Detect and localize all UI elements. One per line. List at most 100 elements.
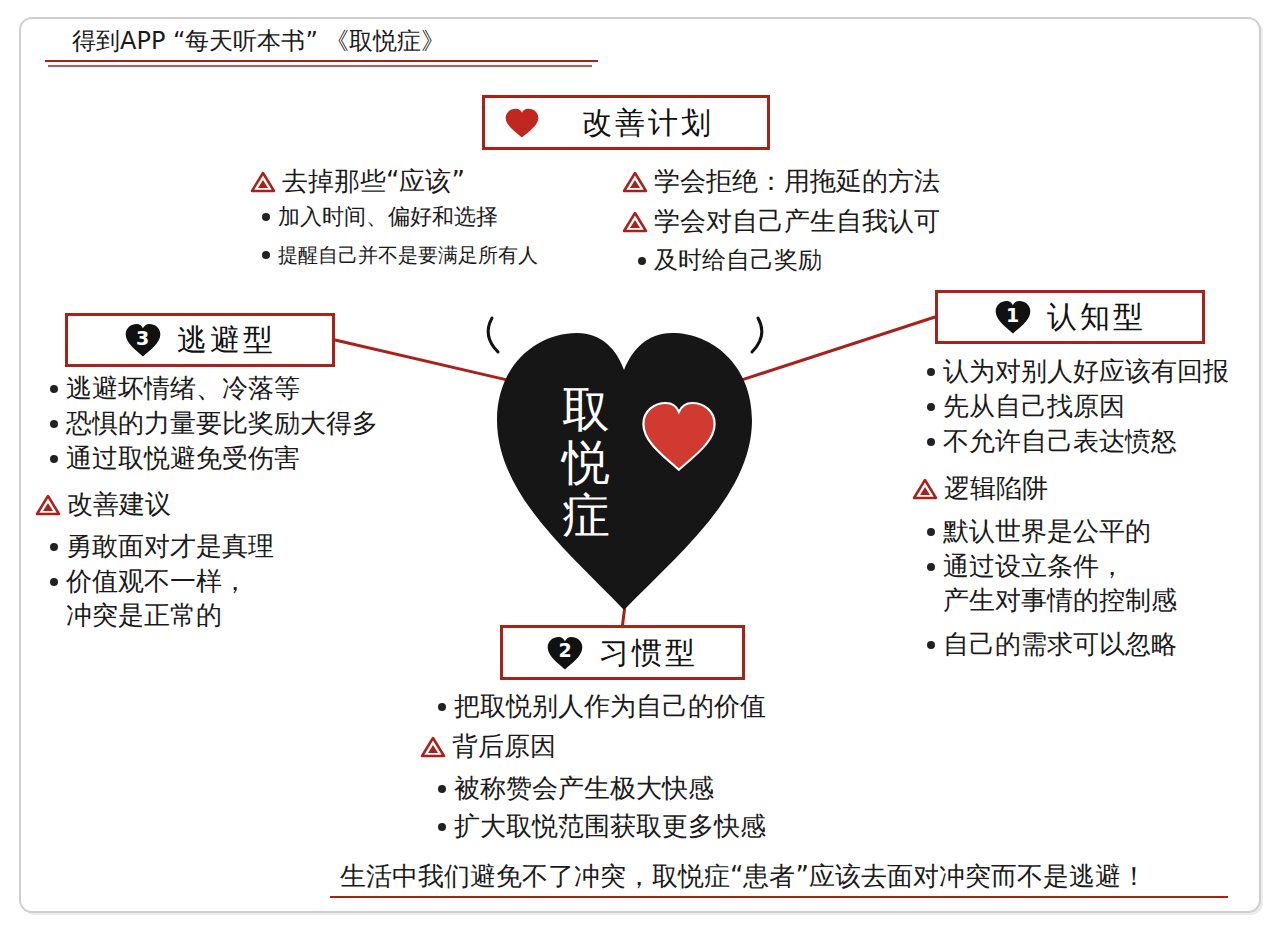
bullet-text: 价值观不一样， 冲突是正常的 [66, 565, 296, 633]
bullet-text: 先从自己找原因 [943, 390, 1125, 424]
bullet-dot [927, 403, 935, 411]
title-underline [48, 65, 592, 67]
bullet-text: 改善建议 [67, 488, 171, 522]
connector-line [623, 609, 625, 625]
bullet-text: 恐惧的力量要比奖励大得多 [66, 407, 378, 441]
bullet-dot [50, 455, 58, 463]
bullet-item: 通过取悦避免受伤害 [50, 442, 300, 476]
bullet-text: 默认世界是公平的 [943, 515, 1151, 549]
number-heart-shape-shape [995, 301, 1030, 333]
bullet-item: 改善建议 [35, 488, 171, 522]
bullet-text: 不允许自己表达愤怒 [943, 425, 1177, 459]
warning-triangle [622, 211, 648, 233]
heart-arc [752, 318, 762, 352]
number-heart-shape-shape [125, 324, 160, 356]
triangle-outline [914, 480, 936, 498]
bullet-item: 提醒自己并不是要满足所有人 [262, 242, 538, 268]
central-heart: 取悦症 [492, 325, 757, 615]
bullet-text: 逻辑陷阱 [944, 472, 1048, 506]
warning-triangle [250, 171, 276, 193]
caption-underline [330, 896, 1228, 898]
bullet-dot [438, 785, 446, 793]
title-underline [45, 60, 598, 62]
frame [20, 18, 1260, 912]
bullet-text: 把取悦别人作为自己的价值 [454, 690, 766, 724]
box-heading: 改善计划 [582, 105, 714, 141]
connector-line [335, 340, 508, 380]
bullet-dot [262, 251, 270, 259]
bullet-item: 学会拒绝：用拖延的方法 [622, 165, 940, 199]
bullet-text: 认为对别人好应该有回报 [943, 355, 1229, 389]
bullet-text: 被称赞会产生极大快感 [454, 772, 714, 806]
bullet-dot [50, 543, 58, 551]
bullet-dot [927, 368, 935, 376]
bullet-item: 背后原因 [420, 730, 556, 764]
warning-triangle [35, 494, 61, 516]
heart-title: 取悦症 [562, 383, 610, 541]
bullet-item: 逻辑陷阱 [912, 472, 1048, 506]
bullet-item: 扩大取悦范围获取更多快感 [438, 810, 766, 844]
warning-triangle [912, 478, 938, 500]
bullet-item: 不允许自己表达愤怒 [927, 425, 1177, 459]
bullet-text: 提醒自己并不是要满足所有人 [278, 242, 538, 268]
category-box: 2 习惯型 [500, 625, 745, 680]
triangle-outline [624, 213, 646, 231]
bullet-dot [50, 578, 58, 586]
bullet-text: 学会拒绝：用拖延的方法 [654, 165, 940, 199]
category-box: 3 逃避型 [65, 313, 335, 367]
diagram-title: 得到APP “每天听本书” 《取悦症》 [72, 26, 446, 57]
triangle-outline [422, 738, 444, 756]
bullet-item: 先从自己找原因 [927, 390, 1125, 424]
warning-triangle [420, 736, 446, 758]
bullet-text: 学会对自己产生自我认可 [654, 205, 940, 239]
bullet-dot [927, 563, 935, 571]
bullet-dot [638, 257, 646, 265]
bullet-item: 通过设立条件， 产生对事情的控制感 [927, 550, 1203, 618]
bullet-item: 恐惧的力量要比奖励大得多 [50, 407, 378, 441]
small-red-heart [642, 401, 716, 471]
category-box: 改善计划 [482, 95, 770, 150]
bullet-text: 自己的需求可以忽略 [943, 628, 1177, 662]
number-heart: 3 [125, 323, 161, 357]
heart-outline [492, 325, 757, 615]
bullet-text: 去掉那些“应该” [282, 165, 465, 199]
bullet-dot [438, 703, 446, 711]
bullet-item: 把取悦别人作为自己的价值 [438, 690, 766, 724]
bullet-item: 及时给自己奖励 [638, 245, 822, 276]
triangle-hatch [630, 220, 640, 228]
bullet-dot [50, 420, 58, 428]
bullet-dot [50, 385, 58, 393]
number-heart: 1 [995, 300, 1031, 334]
triangle-hatch [428, 745, 438, 753]
box-heading: 认知型 [1047, 299, 1146, 335]
bullet-item: 被称赞会产生极大快感 [438, 772, 714, 806]
bullet-dot [438, 823, 446, 831]
category-box: 1 认知型 [935, 290, 1205, 344]
connector-line [741, 317, 935, 380]
bullet-item: 认为对别人好应该有回报 [927, 355, 1229, 389]
diagram-caption: 生活中我们避免不了冲突，取悦症“患者”应该去面对冲突而不是逃避！ [340, 860, 1147, 893]
heart-outline-shape [497, 333, 752, 610]
bullet-text: 加入时间、偏好和选择 [278, 203, 498, 232]
bullet-item: 加入时间、偏好和选择 [262, 203, 498, 232]
small-red-heart-shape [643, 403, 714, 470]
red-heart-icon [505, 108, 539, 138]
triangle-outline [624, 173, 646, 191]
bullet-item: 勇敢面对才是真理 [50, 530, 274, 564]
heart-arc [488, 318, 498, 352]
triangle-outline [37, 496, 59, 514]
bullet-item: 价值观不一样， 冲突是正常的 [50, 565, 296, 633]
bullet-text: 逃避坏情绪、冷落等 [66, 372, 300, 406]
bullet-dot [927, 438, 935, 446]
triangle-hatch [920, 487, 930, 495]
box-heading: 习惯型 [599, 635, 698, 671]
bullet-text: 背后原因 [452, 730, 556, 764]
bullet-item: 去掉那些“应该” [250, 165, 465, 199]
bullet-text: 扩大取悦范围获取更多快感 [454, 810, 766, 844]
number-heart-shape-shape [548, 636, 583, 668]
red-heart-icon-shape [506, 108, 539, 137]
box-heading: 逃避型 [177, 322, 276, 358]
callout-number: 2 [558, 641, 571, 660]
bullet-text: 及时给自己奖励 [654, 245, 822, 276]
